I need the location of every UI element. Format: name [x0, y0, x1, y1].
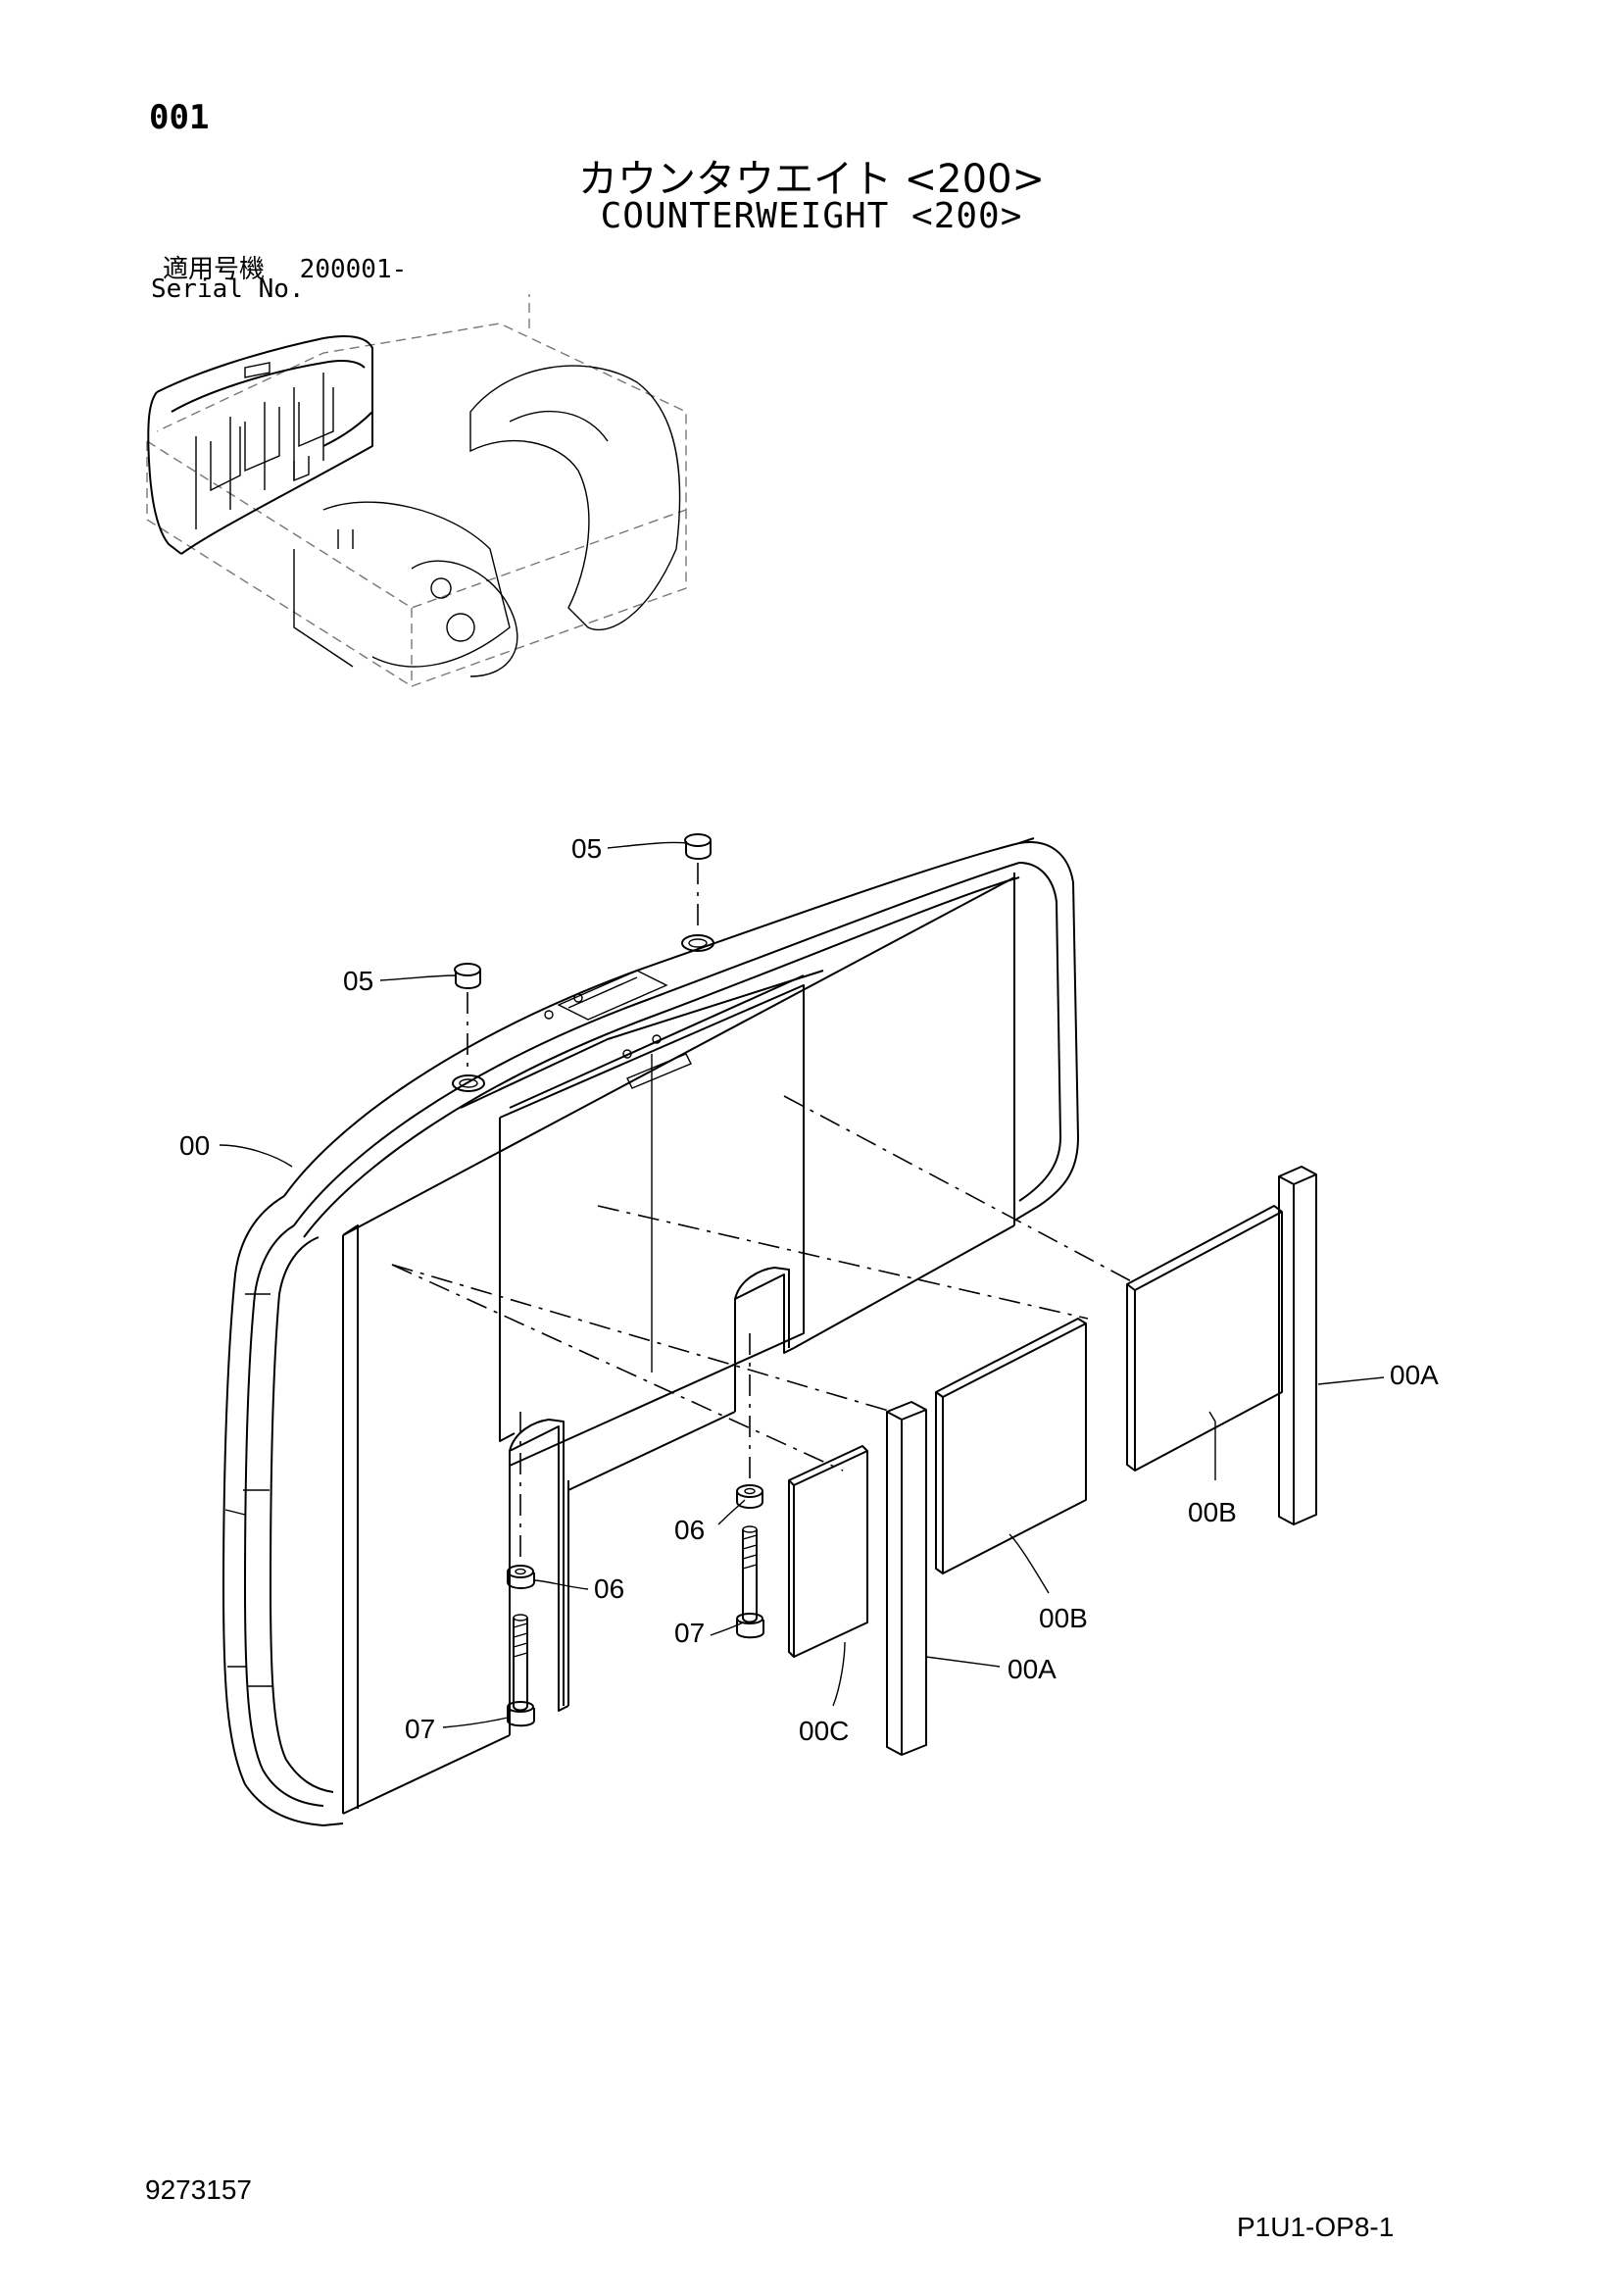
serial-label-english: Serial No.	[151, 275, 305, 304]
serial-label-jp: 適用号機	[163, 255, 266, 284]
plate-00B-lower	[935, 1318, 1087, 1574]
title-english: COUNTERWEIGHT <200>	[600, 196, 1023, 236]
callout-00C: 00C	[799, 1716, 849, 1746]
counterweight-body	[222, 837, 1079, 1826]
washer-06-right	[736, 1484, 763, 1509]
callout-05-upper: 05	[571, 833, 602, 864]
callout-07-right: 07	[674, 1618, 705, 1648]
bolt-07-left	[507, 1614, 535, 1727]
callout-07-left: 07	[405, 1714, 435, 1744]
plug-05-upper	[684, 833, 712, 860]
callout-05-lower: 05	[343, 966, 373, 996]
sheet-code: P1U1-OP8-1	[1237, 2212, 1395, 2242]
plate-00B-upper	[1126, 1205, 1283, 1472]
callout-00: 00	[179, 1130, 210, 1161]
washer-06-left	[507, 1565, 535, 1589]
callout-06-right: 06	[674, 1515, 705, 1545]
serial-row-japanese: 適用号機 200001-	[163, 249, 407, 285]
machine-overview-inset	[146, 294, 687, 687]
bar-00A-upper	[1278, 1166, 1317, 1525]
bolt-07-right	[736, 1525, 764, 1639]
page-number: 001	[149, 98, 210, 137]
serial-value: 200001-	[299, 255, 408, 284]
leader-lines	[219, 841, 1385, 1728]
bar-00A-lower	[886, 1401, 927, 1756]
callout-00A-lower: 00A	[1008, 1654, 1057, 1684]
title-japanese: カウンタウエイト <200>	[577, 157, 1046, 202]
callout-00A-right: 00A	[1390, 1360, 1439, 1390]
plug-05-lower	[454, 963, 481, 989]
callout-00B-lower: 00B	[1039, 1603, 1088, 1633]
callout-06-left: 06	[594, 1573, 624, 1604]
plate-00C	[788, 1445, 868, 1658]
document-number: 9273157	[145, 2174, 253, 2205]
callout-00B-right: 00B	[1188, 1497, 1237, 1527]
